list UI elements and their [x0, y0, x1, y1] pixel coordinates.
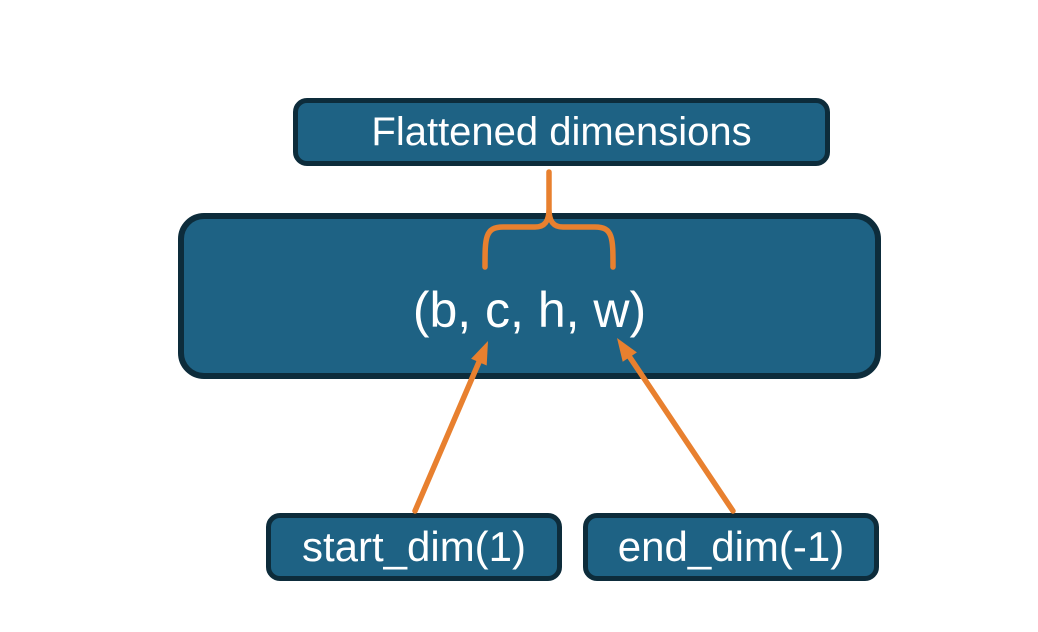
node-start-dim-label: start_dim(1) — [301, 523, 527, 570]
end-dim-arrow-line — [626, 353, 736, 514]
node-end-dim: end_dim(-1) — [583, 513, 879, 581]
node-flattened-dimensions: Flattened dimensions — [293, 98, 830, 166]
node-tensor-shape: (b, c, h, w) — [178, 213, 881, 379]
node-flattened-dimensions-label: Flattened dimensions — [371, 109, 752, 154]
node-tensor-shape-label: (b, c, h, w) — [412, 282, 647, 338]
node-end-dim-label: end_dim(-1) — [617, 523, 845, 570]
node-start-dim: start_dim(1) — [266, 513, 562, 581]
start-dim-arrow-line — [412, 359, 482, 514]
